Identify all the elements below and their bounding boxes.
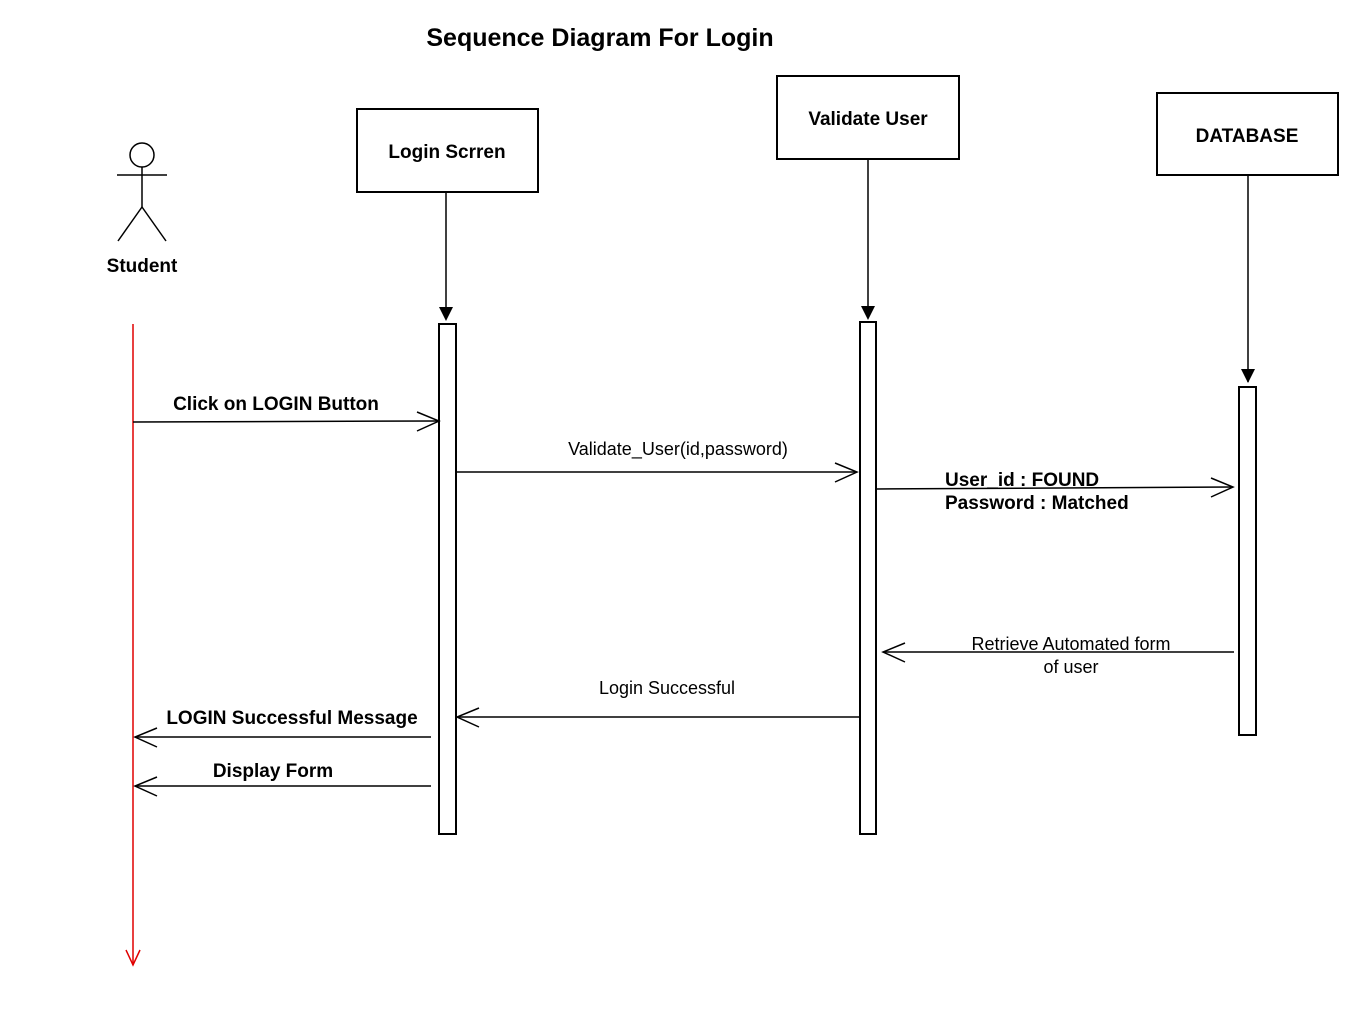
activation-bar-login-screen: [438, 323, 457, 835]
activation-bar-database: [1238, 386, 1257, 736]
actor-lifeline-arrowhead: [125, 949, 141, 967]
object-validate-user: Validate User: [776, 75, 960, 835]
object-box-login-screen: [356, 108, 539, 193]
message-label-validate-user: Validate_User(id,password): [568, 439, 788, 460]
message-arrowhead: [881, 642, 906, 663]
actor-left-leg: [117, 206, 143, 242]
message-line: [132, 420, 438, 423]
actor-head: [129, 142, 155, 168]
message-validate-user: Validate_User(id,password): [456, 439, 859, 483]
diagram-title: Sequence Diagram For Login: [426, 24, 773, 52]
object-login-screen: Login Scrren: [356, 108, 539, 835]
actor-student: Student: [107, 142, 178, 277]
message-login-success-message: LOGIN Successful Message: [133, 708, 431, 748]
object-database: DATABASE: [1156, 92, 1339, 736]
message-arrowhead: [834, 462, 859, 483]
lifeline-arrowhead-database: [1241, 369, 1255, 383]
message-line: [875, 486, 1233, 490]
message-arrowhead: [133, 727, 158, 748]
message-arrowhead: [1210, 477, 1235, 498]
message-label-click-login: Click on LOGIN Button: [173, 394, 379, 415]
lifeline-arrowhead-validate-user: [861, 306, 875, 320]
message-arrowhead: [455, 707, 480, 728]
activation-bar-validate-user: [859, 321, 877, 835]
message-label-user-found: User_id : FOUND: [945, 470, 1099, 491]
actor-lifeline: [125, 324, 141, 967]
object-box-validate-user: [776, 75, 960, 160]
object-label-login-screen: Login Scrren: [388, 142, 505, 163]
message-label-password-matched: Password : Matched: [945, 493, 1129, 514]
message-label-retrieve-line2: of user: [1043, 657, 1098, 677]
object-label-validate-user: Validate User: [808, 109, 928, 130]
message-login-successful: Login Successful: [455, 678, 860, 728]
message-arrowhead: [133, 776, 158, 797]
lifeline-arrowhead-login-screen: [439, 307, 453, 321]
object-label-database: DATABASE: [1196, 126, 1299, 147]
message-display-form: Display Form: [133, 761, 431, 797]
message-click-login: Click on LOGIN Button: [132, 394, 441, 432]
message-label-login-success-message: LOGIN Successful Message: [166, 708, 417, 729]
actor-label: Student: [107, 256, 178, 277]
message-label-retrieve-line1: Retrieve Automated form: [971, 634, 1170, 654]
message-label-login-successful: Login Successful: [599, 678, 735, 698]
actor-right-leg: [141, 206, 167, 242]
message-user-found: User_id : FOUND Password : Matched: [875, 470, 1235, 514]
message-label-display-form: Display Form: [213, 761, 333, 782]
message-arrowhead: [416, 411, 441, 432]
message-retrieve-form: Retrieve Automated form of user: [881, 634, 1234, 677]
